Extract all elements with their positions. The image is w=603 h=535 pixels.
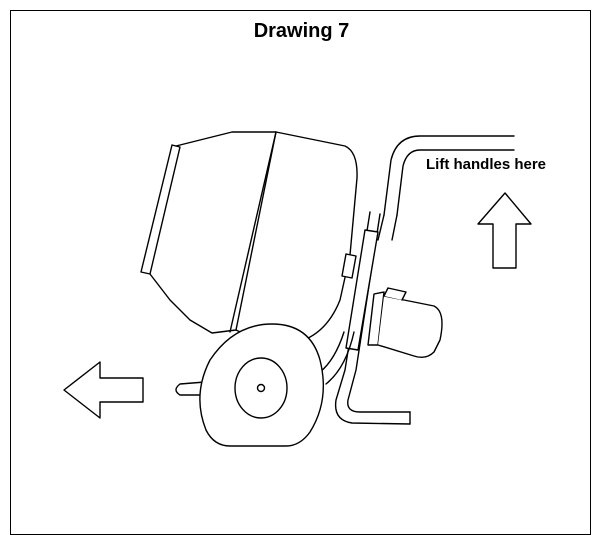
arrow-left-icon [63, 361, 144, 419]
cement-mixer-illustration [63, 131, 532, 447]
motor-unit [367, 287, 443, 359]
axle-stub [175, 381, 206, 396]
mixer-wheel [199, 323, 325, 447]
drawing-title: Drawing 7 [253, 20, 350, 42]
arrow-up-icon [477, 192, 532, 269]
mixer-drum [140, 131, 358, 345]
mixer-handle-frame [319, 135, 515, 425]
lift-handles-label: Lift handles here [426, 156, 547, 173]
drawing-frame [10, 10, 591, 535]
